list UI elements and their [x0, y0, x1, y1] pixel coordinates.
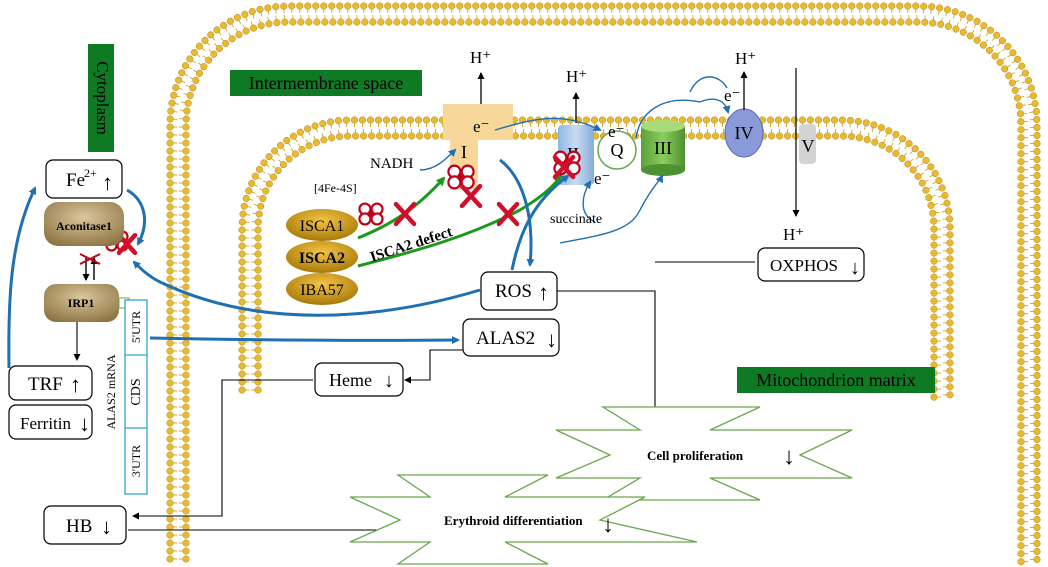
- svg-text:3'UTR: 3'UTR: [129, 445, 143, 477]
- svg-text:5'UTR: 5'UTR: [129, 311, 143, 343]
- ros-node: ROS ↑: [480, 271, 558, 311]
- red-x-mark: [496, 201, 520, 227]
- erythroid-differentiation-star: Erythroid differentiation ↓: [349, 474, 698, 565]
- aconitase1-blob: Aconitase1: [44, 202, 124, 246]
- alas2-mrna-strip: 5'UTR CDS 3'UTR ALAS2 mRNA: [104, 299, 148, 495]
- svg-text:e⁻: e⁻: [594, 169, 611, 188]
- complex-iv: IV: [724, 108, 764, 158]
- svg-text:↓: ↓: [79, 411, 90, 436]
- svg-text:IBA57: IBA57: [300, 282, 344, 299]
- svg-text:2+: 2+: [84, 166, 97, 180]
- svg-text:Cytoplasm: Cytoplasm: [93, 61, 112, 135]
- svg-text:Cell proliferation: Cell proliferation: [647, 448, 744, 463]
- svg-text:H⁺: H⁺: [735, 49, 756, 68]
- mitochondrial-membranes: [166, 2, 1041, 566]
- svg-text:Fe: Fe: [66, 170, 85, 191]
- proton-labels: H⁺ H⁺ H⁺ H⁺: [470, 48, 804, 244]
- svg-text:↓: ↓: [101, 514, 112, 539]
- svg-text:Erythroid differentiation: Erythroid differentiation: [444, 513, 583, 528]
- cell-proliferation-star: Cell proliferation ↓: [555, 406, 853, 501]
- svg-text:↓: ↓: [783, 444, 795, 470]
- svg-text:TRF: TRF: [28, 374, 63, 395]
- svg-text:CDS: CDS: [129, 378, 144, 405]
- isca2-defect-label: ISCA2 defect: [368, 224, 454, 266]
- svg-text:↑: ↑: [538, 280, 549, 305]
- succinate-label: succinate: [550, 212, 602, 227]
- heme-node: Heme ↓: [314, 362, 404, 397]
- svg-text:Q: Q: [611, 140, 624, 160]
- svg-text:IV: IV: [735, 123, 754, 143]
- isca1-ellipse: ISCA1: [286, 209, 358, 241]
- svg-text:Heme: Heme: [329, 370, 372, 390]
- mitochondrion-matrix-label: Mitochondrion matrix: [737, 367, 935, 393]
- svg-text:e⁻: e⁻: [724, 86, 741, 105]
- trf-node: TRF ↑: [8, 365, 93, 401]
- svg-text:↓: ↓: [850, 257, 860, 279]
- svg-text:Aconitase1: Aconitase1: [56, 219, 112, 233]
- svg-text:IRP1: IRP1: [68, 296, 95, 310]
- svg-text:e⁻: e⁻: [608, 122, 625, 141]
- iba57-ellipse: IBA57: [286, 273, 358, 305]
- red-x-mark: [459, 183, 483, 209]
- irp1-blob: IRP1: [44, 284, 119, 322]
- svg-text:ISCA2: ISCA2: [299, 250, 345, 267]
- black-connectors: [73, 261, 755, 534]
- svg-text:ALAS2: ALAS2: [476, 328, 535, 349]
- svg-text:Ferritin: Ferritin: [20, 414, 71, 433]
- hb-node: HB ↓: [43, 505, 127, 545]
- svg-text:ROS: ROS: [495, 281, 532, 302]
- equilibrium-arrows: [79, 253, 101, 281]
- svg-text:HB: HB: [66, 516, 92, 537]
- svg-text:ALAS2 mRNA: ALAS2 mRNA: [104, 354, 118, 429]
- red-x-mark: [393, 201, 417, 227]
- alas2-node: ALAS2 ↓: [462, 318, 560, 357]
- svg-text:H⁺: H⁺: [566, 67, 587, 86]
- red-x-mark: [552, 154, 576, 180]
- svg-text:Mitochondrion matrix: Mitochondrion matrix: [756, 370, 915, 390]
- ubiquinone-q: Q: [597, 130, 637, 170]
- svg-text:↑: ↑: [102, 170, 113, 195]
- svg-text:e⁻: e⁻: [473, 117, 490, 136]
- fe2-node: Fe 2+ ↑: [45, 159, 123, 199]
- complex-v: V: [799, 124, 816, 164]
- svg-text:I: I: [461, 142, 467, 162]
- svg-text:ISCA1: ISCA1: [300, 218, 344, 235]
- nadh-label: NADH: [370, 156, 413, 172]
- svg-text:Intermembrane space: Intermembrane space: [249, 73, 403, 93]
- fe-s-cluster: [358, 202, 384, 226]
- intermembrane-space-label: Intermembrane space: [230, 70, 422, 96]
- svg-text:III: III: [654, 138, 672, 158]
- blocked-marks: [116, 154, 576, 256]
- fe4s-label: [4Fe-4S]: [314, 181, 357, 195]
- svg-text:↑: ↑: [70, 372, 81, 397]
- complex-iii: III: [641, 120, 685, 176]
- svg-text:H⁺: H⁺: [783, 225, 804, 244]
- oxphos-node: OXPHOS ↓: [757, 247, 865, 282]
- electron-flow-arrows: [419, 76, 731, 244]
- svg-text:↓: ↓: [546, 327, 557, 352]
- ferritin-node: Ferritin ↓: [8, 404, 93, 440]
- svg-text:↓: ↓: [384, 370, 394, 392]
- svg-text:↓: ↓: [602, 512, 614, 538]
- isca2-ellipse: ISCA2: [286, 241, 358, 273]
- fe-s-cluster: [447, 164, 475, 190]
- regulation-arrows: [7, 158, 570, 369]
- cytoplasm-label: Cytoplasm: [88, 44, 114, 152]
- electron-labels: e⁻ e⁻ e⁻ e⁻: [473, 86, 741, 188]
- svg-text:H⁺: H⁺: [470, 48, 491, 67]
- svg-text:V: V: [802, 136, 815, 156]
- svg-text:OXPHOS: OXPHOS: [770, 256, 838, 275]
